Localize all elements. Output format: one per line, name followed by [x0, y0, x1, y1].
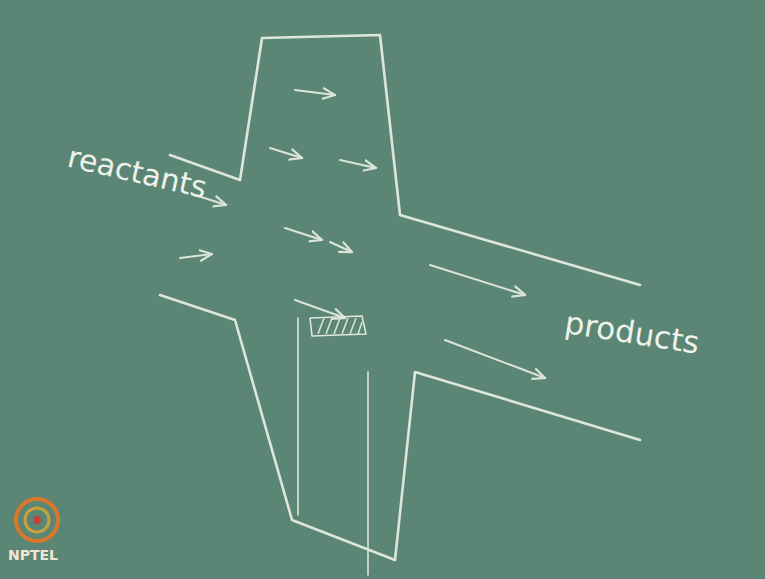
flow-arrows: [180, 90, 545, 378]
nptel-logo: [16, 499, 58, 541]
hatching: [318, 318, 362, 334]
watermark: NPTEL: [8, 548, 58, 563]
